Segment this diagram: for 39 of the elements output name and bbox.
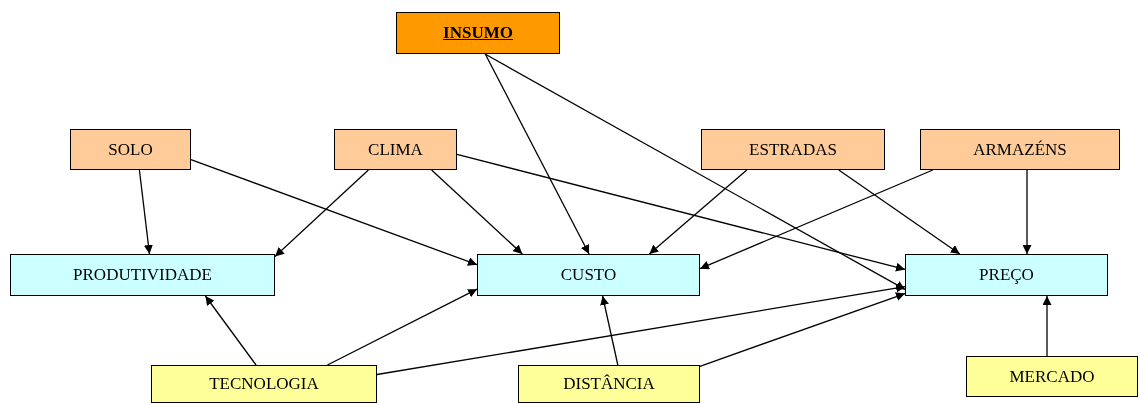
node-label: PRODUTIVIDADE <box>73 265 212 285</box>
arrow <box>1022 169 1032 255</box>
arrow <box>326 288 478 366</box>
node-label: SOLO <box>108 139 153 160</box>
factor-box <box>70 129 191 170</box>
factor-box <box>334 129 457 170</box>
arrow <box>699 292 906 367</box>
arrow <box>376 283 906 376</box>
arrow <box>204 295 257 366</box>
arrow <box>484 53 906 291</box>
node-label: PREÇO <box>979 265 1034 285</box>
node-label: ESTRADAS <box>749 139 837 160</box>
node-label: TECNOLOGIA <box>209 374 319 394</box>
outcome-box <box>477 254 700 296</box>
factor-box <box>966 356 1138 397</box>
factor-box <box>920 129 1120 170</box>
arrow <box>699 169 934 270</box>
node-label: CUSTO <box>560 265 617 285</box>
node-label: MERCADO <box>1009 366 1095 387</box>
node-label: DISTÂNCIA <box>563 374 655 394</box>
node-label: INSUMO <box>443 23 513 43</box>
arrow <box>274 169 370 258</box>
input-box <box>396 12 560 54</box>
arrow <box>484 53 590 255</box>
arrow <box>600 295 619 366</box>
node-label: CLIMA <box>368 139 423 160</box>
arrow <box>1042 295 1052 357</box>
arrow <box>430 169 523 255</box>
factor-box <box>701 129 885 170</box>
outcome-box <box>905 254 1108 296</box>
arrow <box>138 169 153 255</box>
arrow <box>648 169 748 255</box>
outcome-box <box>10 254 275 296</box>
factor-box <box>518 365 700 403</box>
arrow <box>456 153 906 272</box>
arrow <box>838 169 961 255</box>
arrow <box>190 158 478 266</box>
node-label: ARMAZÉNS <box>973 139 1067 160</box>
factor-box <box>151 365 377 403</box>
